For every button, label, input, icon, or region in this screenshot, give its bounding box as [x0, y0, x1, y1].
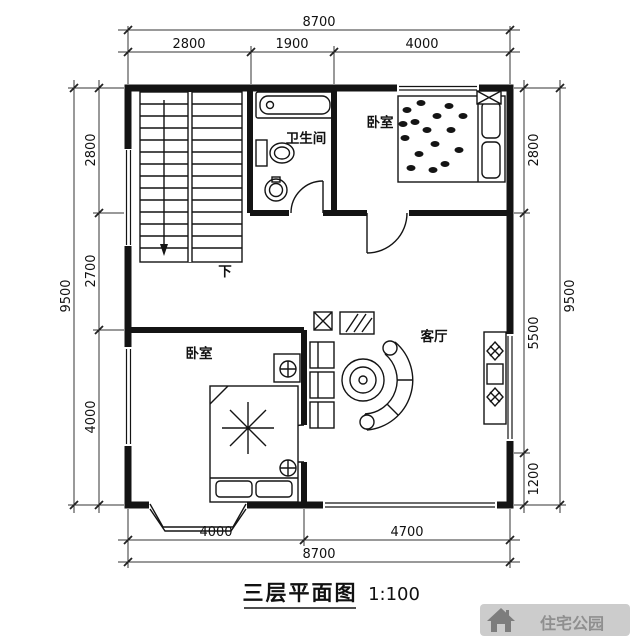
window-bedroom-bottom [125, 349, 132, 444]
quilt-starburst [222, 402, 274, 454]
dim-right-seg-1: 2800 [527, 133, 542, 166]
curved-sofa-icon [359, 340, 414, 431]
dim-left-seg-1: 2800 [84, 133, 99, 166]
bay-window [149, 503, 247, 532]
toilet-icon [255, 139, 295, 167]
bathroom-label: 卫生间 [286, 130, 327, 147]
dim-top-seg-2: 1900 [275, 37, 308, 52]
dim-right-total: 9500 [563, 279, 578, 312]
title-text: 三层平面图 [243, 581, 358, 605]
watermark: 住宅公园 [480, 604, 630, 636]
window-stairwell [125, 150, 132, 245]
dim-left-seg-3: 4000 [84, 400, 99, 433]
ac-unit-icon [476, 90, 502, 105]
dim-right-seg-3: 1200 [527, 462, 542, 495]
bedroom-bottom-label: 卧室 [186, 345, 213, 362]
dim-top-seg-1: 2800 [172, 37, 205, 52]
dim-left-total: 9500 [59, 279, 74, 312]
sofa-seats-icon [309, 341, 335, 429]
lamp-icon [279, 459, 297, 477]
dim-bottom-total: 8700 [302, 547, 335, 562]
nightstand-icon [273, 353, 301, 383]
bedroom-top-label: 卧室 [367, 114, 394, 131]
tv-stand-east-icon [483, 331, 507, 425]
house-icon [487, 608, 515, 632]
window-living-east [507, 336, 513, 439]
dim-top-seg-3: 4000 [405, 37, 438, 52]
watermark-text: 住宅公园 [540, 614, 604, 633]
window-bedroom-top [399, 85, 477, 91]
bed-bottom-icon [209, 385, 299, 503]
dimension-bottom: 4000 4700 8700 [118, 509, 520, 568]
living-room-label: 客厅 [420, 328, 448, 345]
bathtub-icon [255, 91, 335, 119]
dim-left-seg-2: 2700 [84, 254, 99, 287]
dim-top-total: 8700 [302, 15, 335, 30]
scale-label: 1:100 [368, 584, 420, 605]
bed-pattern-spots [398, 100, 468, 173]
stairs-down-label: 下 [218, 264, 232, 280]
wall-openings [123, 83, 514, 510]
washbasin-icon [264, 176, 288, 202]
bed-top-icon [397, 95, 506, 183]
dimension-right: 2800 5500 1200 9500 [514, 80, 578, 513]
dimension-left: 9500 2800 2700 4000 [59, 80, 124, 513]
coffee-table-icon [341, 358, 385, 402]
window-living-south [325, 502, 495, 508]
drawing-title: 三层平面图 1:100 [243, 581, 420, 609]
dimension-top: 8700 2800 1900 4000 [118, 15, 520, 84]
dim-bottom-seg-1: 4000 [199, 525, 232, 540]
side-table-icon [313, 311, 333, 331]
tv-cabinet-icon [339, 311, 375, 335]
dim-right-seg-2: 5500 [527, 316, 542, 349]
door-bedroom-top [366, 212, 408, 254]
dim-bottom-seg-2: 4700 [390, 525, 423, 540]
door-bathroom [290, 180, 324, 214]
stairs [139, 91, 243, 263]
